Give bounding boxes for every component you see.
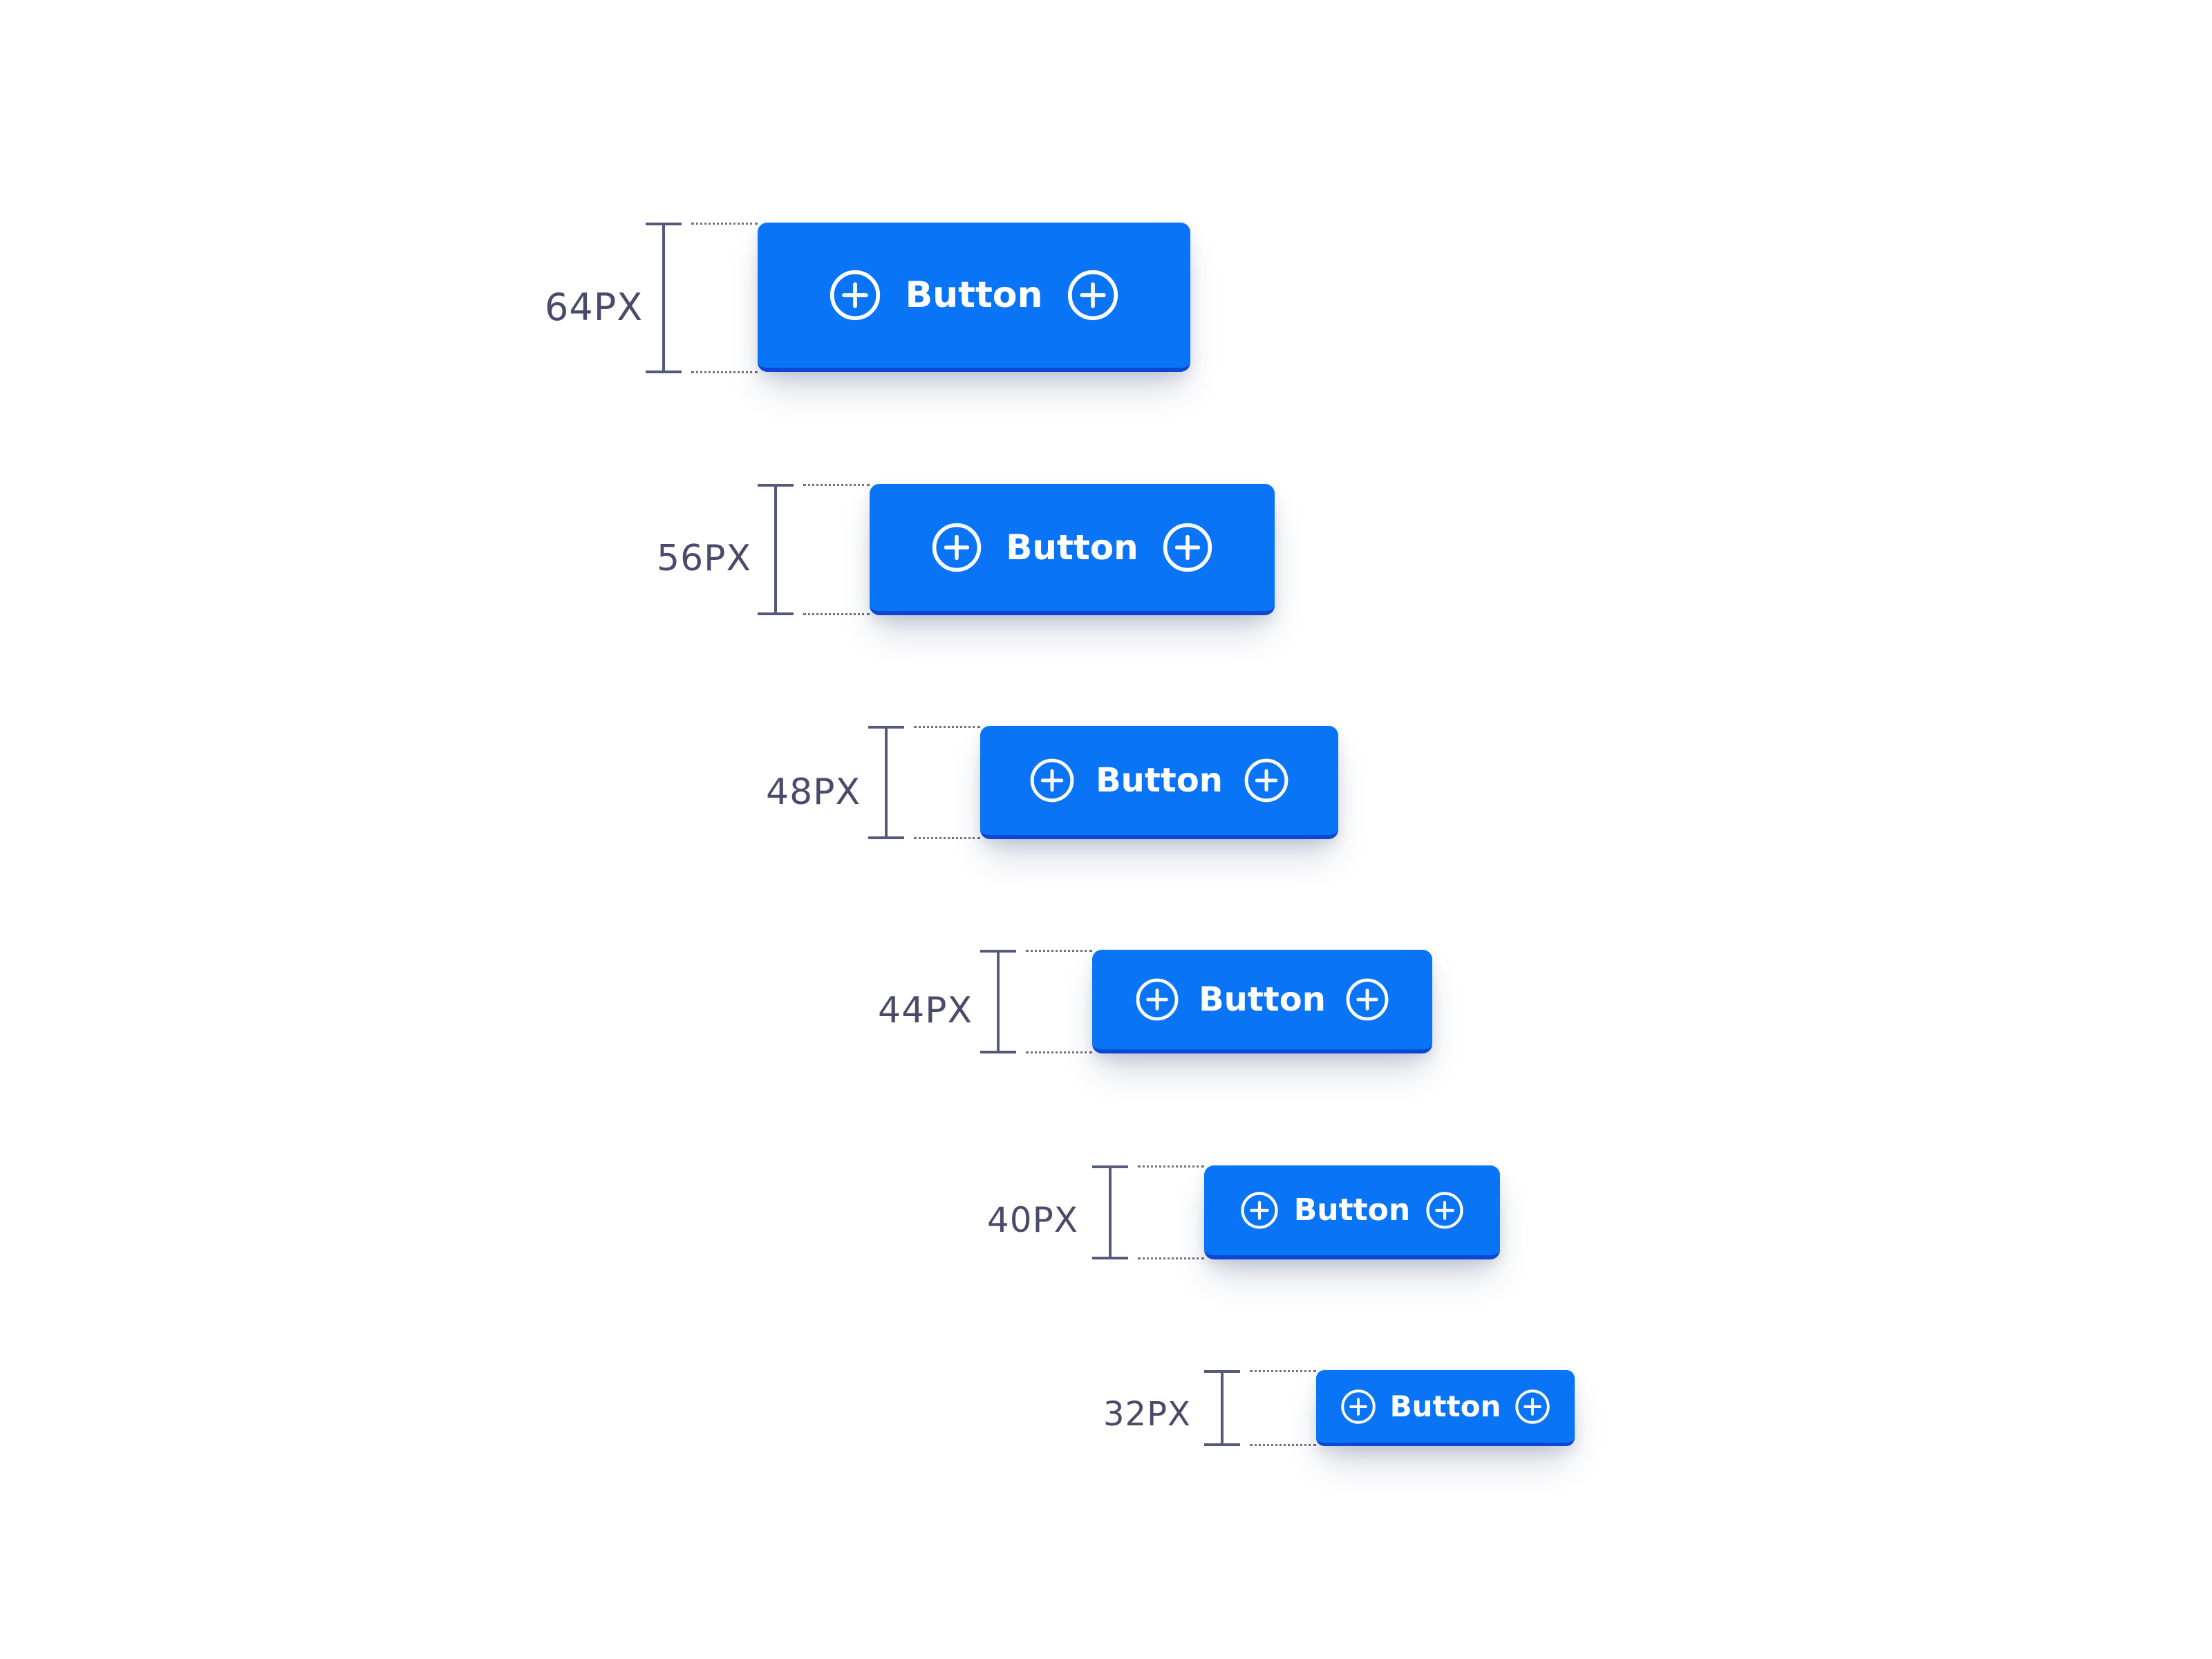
button-label: Button [1293,1192,1411,1228]
measure-guide-top [803,484,870,486]
button-label: Button [1199,980,1326,1019]
button-label: Button [1389,1389,1501,1423]
plus-circle-icon [1067,269,1119,321]
measure-bracket-line [1109,1165,1112,1259]
measure-bracket-line [1221,1370,1224,1446]
measure-guide-bottom [803,613,870,615]
button-56px[interactable]: Button [870,484,1275,615]
measure-guide-bottom [1138,1257,1204,1259]
button-44px[interactable]: Button [1092,950,1432,1053]
measure-bracket-line [662,223,665,373]
measure-guide-top [691,223,758,225]
plus-circle-icon [1240,1191,1279,1230]
plus-circle-icon [829,269,881,321]
measure-guide-bottom [1026,1051,1092,1053]
measure-bracket-bottom [1092,1257,1128,1259]
plus-circle-icon [1515,1389,1550,1425]
measure-guide-top [1138,1165,1204,1168]
measure-guide-bottom [691,371,758,373]
plus-circle-icon [1340,1389,1376,1425]
measure-guide-bottom [1250,1444,1316,1446]
measure-bracket-bottom [758,612,794,615]
plus-circle-icon [1345,977,1389,1022]
size-label: 40PX [987,1200,1079,1240]
button-label: Button [905,274,1043,316]
measure-bracket-top [980,950,1016,953]
button-label: Button [1096,761,1223,800]
measure-bracket-line [885,726,888,839]
measure-bracket-top [1092,1165,1128,1168]
button-48px[interactable]: Button [980,726,1338,839]
measure-bracket-bottom [868,836,904,839]
measure-bracket-top [1204,1370,1240,1373]
measure-bracket-top [868,726,904,729]
measure-bracket-top [758,484,794,487]
button-label: Button [1006,527,1138,568]
measure-bracket-bottom [1204,1443,1240,1446]
size-label: 44PX [878,990,973,1031]
measure-bracket-bottom [980,1051,1016,1053]
measure-guide-bottom [914,837,980,839]
measure-guide-top [1250,1370,1316,1372]
plus-circle-icon [1029,758,1075,803]
measure-bracket-line [997,950,1000,1053]
size-label: 48PX [766,771,861,813]
size-label: 32PX [1103,1395,1191,1434]
plus-circle-icon [1162,522,1213,573]
size-label: 64PX [545,285,644,329]
size-label: 56PX [657,538,752,579]
button-64px[interactable]: Button [758,223,1190,372]
measure-bracket-bottom [646,371,682,373]
measure-bracket-top [646,223,682,225]
measure-guide-top [914,726,980,728]
button-32px[interactable]: Button [1316,1370,1575,1446]
measure-guide-top [1026,950,1092,952]
plus-circle-icon [1135,977,1179,1022]
plus-circle-icon [931,522,982,573]
plus-circle-icon [1244,758,1289,803]
measure-bracket-line [774,484,777,615]
button-40px[interactable]: Button [1204,1165,1500,1259]
plus-circle-icon [1425,1191,1464,1230]
